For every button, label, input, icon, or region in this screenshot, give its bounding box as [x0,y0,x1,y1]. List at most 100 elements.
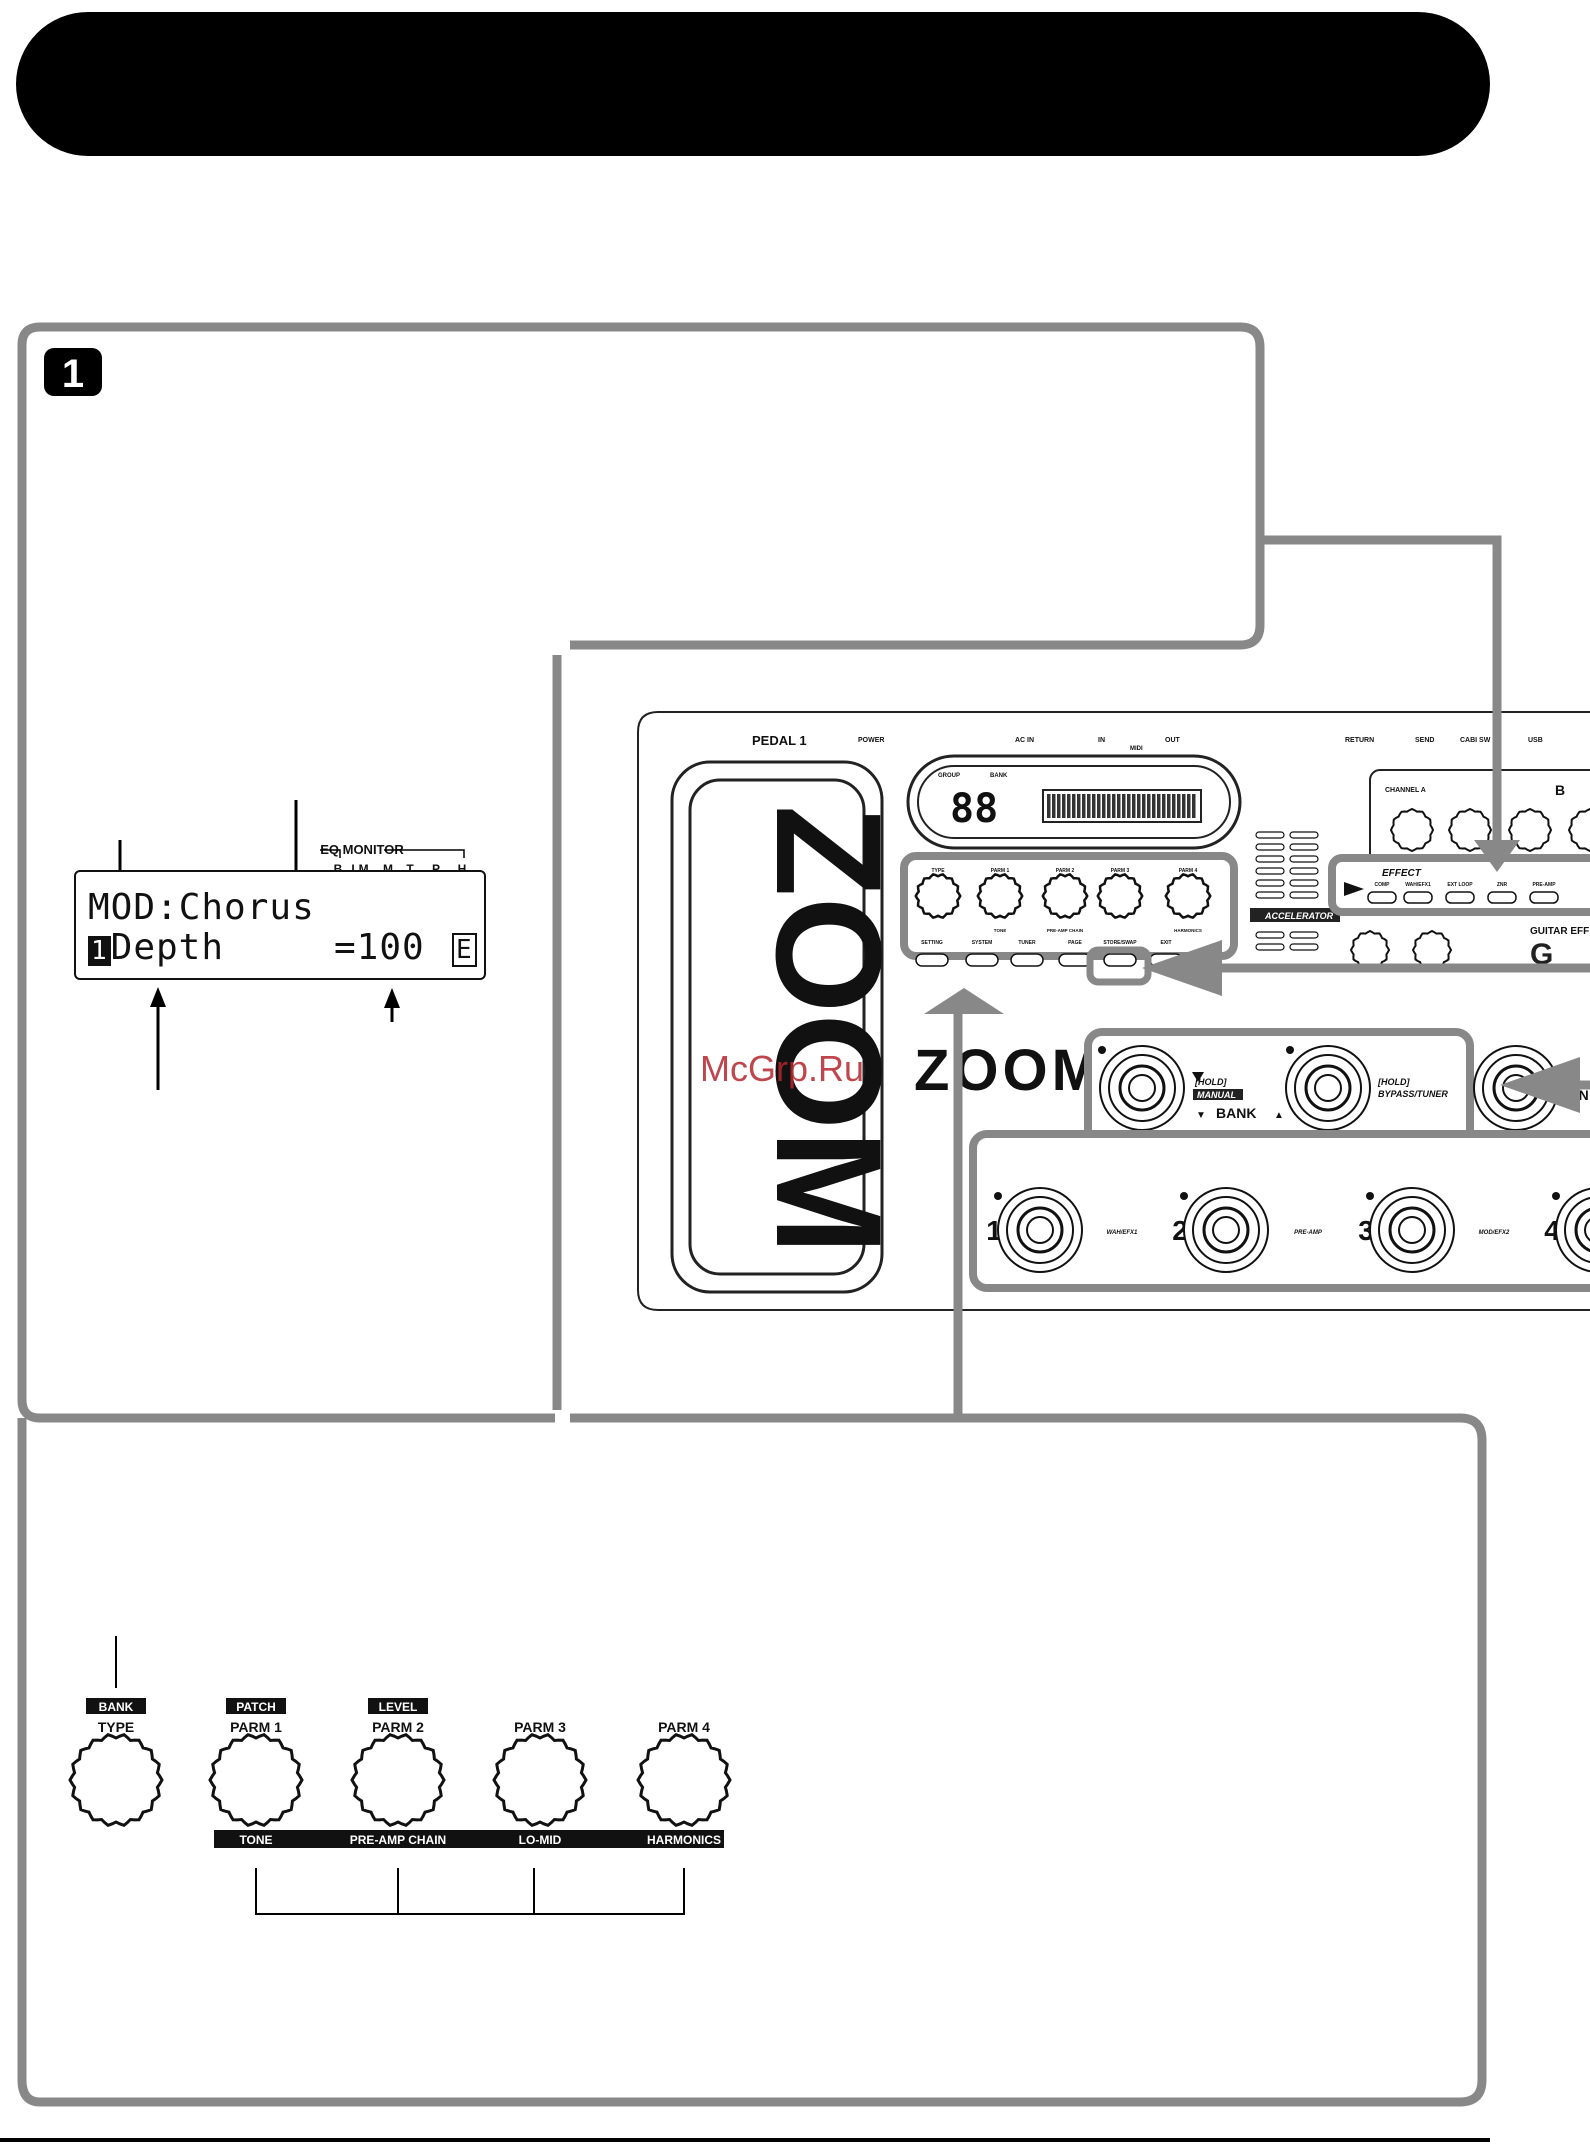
footswitch-bank-up[interactable] [1285,1045,1371,1131]
lcd-dot [1172,794,1176,818]
amp-knob[interactable] [1567,807,1590,853]
accelerator-leds [1255,831,1453,971]
device-knob-bottom-label: TONE [994,928,1006,933]
device-small-button[interactable] [1010,953,1044,967]
footswitch-2[interactable] [1183,1187,1269,1273]
lcd-line-1: MOD:Chorus [88,887,315,928]
lcd-dot [1122,794,1126,818]
device-lcd-dots [1047,794,1196,818]
knob-label: PARM 2 [372,1719,424,1735]
label-channel: CHANNEL A [1385,787,1426,794]
knob-top-tag-bg [86,1698,146,1714]
lcd-dot [1062,794,1066,818]
device-knob-bottom-label: HARMONICS [1174,928,1202,933]
brand-logo: ZOOM [914,1038,1104,1103]
effect-button-label: PRE-AMP [1532,882,1556,888]
knob-4[interactable] [636,1733,732,1827]
amp-knob[interactable] [1389,807,1435,853]
knob-top-tag-bg [368,1698,428,1714]
device-knob[interactable] [1164,873,1212,919]
effect-button[interactable] [1445,891,1475,904]
knob-top-tag-bg [226,1698,286,1714]
arrow-left-func [1500,1057,1580,1113]
knob-bottom-tag: PRE-AMP CHAIN [350,1833,446,1847]
footswitch-4[interactable] [1555,1187,1590,1273]
effect-button-label: COMP [1375,882,1391,888]
effect-button[interactable] [1403,891,1433,904]
footswitch-3[interactable] [1369,1187,1455,1273]
label-out: OUT [1165,737,1181,744]
device-small-button[interactable] [965,953,999,967]
device-small-button[interactable] [1058,953,1092,967]
eq-band-label: M [383,862,393,876]
knob-3[interactable] [492,1733,588,1827]
lcd-dot [1067,794,1071,818]
accel-led [1255,867,1285,875]
effect-button-label: ZNR [1497,882,1508,888]
accel-led [1289,943,1319,951]
footswitch-1[interactable] [997,1187,1083,1273]
lcd-dot [1072,794,1076,818]
knob-0[interactable] [68,1733,164,1827]
label-midi: MIDI [1130,746,1143,752]
label-channel-b: B [1555,782,1565,798]
effect-button[interactable] [1487,891,1517,904]
label-acin: AC IN [1015,737,1034,744]
device-knob[interactable] [976,873,1024,919]
eq-band-label: B [334,862,343,876]
effect-arrow-icon [1344,882,1364,896]
label-in: IN [1098,737,1105,744]
lcd-dot [1117,794,1121,818]
knob-2[interactable] [350,1733,446,1827]
footswitch-bank-down[interactable] [1099,1045,1185,1131]
device-knob-label: PARM 1 [991,868,1010,874]
label-return: RETURN [1345,737,1374,744]
lcd-dot [1112,794,1116,818]
label-accelerator: ACCELERATOR [1264,911,1334,921]
accel-led [1289,831,1319,839]
lcd-closeup: MOD:Chorus 1Depth =100 E [74,870,486,980]
device-knob[interactable] [1096,873,1144,919]
lcd-dot [1107,794,1111,818]
eq-band-label: H [458,862,467,876]
label-bypass-tuner: BYPASS/TUNER [1378,1089,1448,1099]
device-small-button-label: STORE/SWAP [1103,940,1137,946]
lcd-dot [1167,794,1171,818]
pedal-logo: ZOOM [745,805,913,1255]
device-knob-label: TYPE [931,868,945,874]
svg-text:▲: ▲ [1274,1110,1284,1121]
lcd-page-marker: 1 [88,936,111,966]
device-small-button-label: TUNER [1018,940,1036,946]
device-knob-label: PARM 2 [1056,868,1075,874]
effect-button[interactable] [1367,891,1397,904]
label-hold-left: [HOLD] [1194,1077,1227,1087]
device-small-button[interactable] [1103,953,1137,967]
device-knob[interactable] [1041,873,1089,919]
arrow-down-effect [1474,840,1520,872]
callout-arrows [924,700,1590,1113]
knob-1[interactable] [208,1733,304,1827]
knob-label: PARM 3 [514,1719,566,1735]
lcd-dot [1077,794,1081,818]
device-knob-label: PARM 3 [1111,868,1130,874]
footswitch-label: WAH/EFX1 [1107,1230,1138,1236]
device-illustration: ZOOM PEDAL 1 POWER AC IN IN MIDI OUT RET… [637,711,1590,1311]
lcd-dot [1182,794,1186,818]
device-small-button[interactable] [915,953,949,967]
knob-label: TYPE [98,1719,135,1735]
step-box-lower [17,1413,1487,2107]
eq-band-label: T [406,862,414,876]
accel-led [1289,879,1319,887]
device-knob[interactable] [914,873,962,919]
device-small-button-label: SETTING [921,940,943,946]
knob-top-tag: LEVEL [379,1700,418,1714]
knob-bottom-tag: HARMONICS [647,1833,721,1847]
accel-led [1255,931,1285,939]
lcd-dot [1142,794,1146,818]
effect-button[interactable] [1529,891,1559,904]
knob-label: PARM 4 [658,1719,710,1735]
lcd-dot [1082,794,1086,818]
